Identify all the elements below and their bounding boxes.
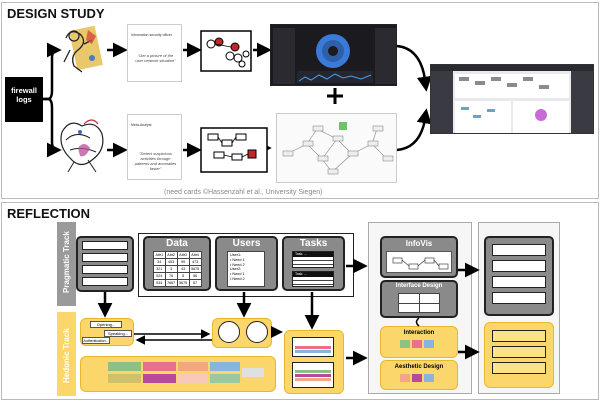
interface-design-box bbox=[380, 280, 458, 318]
color-chip bbox=[143, 362, 176, 371]
task-color-stripe bbox=[295, 378, 331, 381]
infovis-title: InfoVis bbox=[405, 239, 433, 248]
top-sketch bbox=[200, 30, 252, 72]
dashboard-screenshot-top bbox=[270, 24, 397, 86]
pragmatic-list-row bbox=[82, 241, 128, 250]
hedonic-track-bar bbox=[57, 312, 76, 396]
task-card-2: Task: ... bbox=[292, 271, 334, 287]
task-color-stripe bbox=[295, 374, 331, 377]
task-card-label: Task: ... bbox=[293, 252, 333, 257]
card-header: Meta-Analyst bbox=[131, 123, 152, 127]
interaction-swatch bbox=[412, 340, 422, 348]
pragmatic-list-row bbox=[82, 277, 128, 286]
users-list-item: • Need 1 bbox=[230, 272, 245, 277]
security-officer-illustration bbox=[63, 25, 103, 73]
users-list-item: • Need 1 bbox=[230, 257, 245, 262]
design-study-heading: DESIGN STUDY bbox=[7, 6, 105, 21]
color-chip bbox=[178, 362, 208, 371]
tasks-box-title: Tasks bbox=[299, 238, 328, 249]
interaction-swatch bbox=[400, 340, 410, 348]
infovis-thumbnail bbox=[386, 251, 452, 273]
result-pragmatic-row bbox=[492, 292, 546, 304]
task-color-stripe bbox=[295, 370, 331, 373]
users-list-item: • Need 2 bbox=[230, 262, 245, 267]
task-color-stripe bbox=[295, 346, 331, 349]
card-quote: "Detect suspicious activities through pa… bbox=[134, 151, 177, 171]
graph-screenshot-bottom bbox=[276, 113, 397, 183]
task-color-stripe bbox=[295, 350, 331, 353]
aesthetic-design-title: Aesthetic Design bbox=[394, 364, 444, 370]
card-quote: "Get a picture of the user network situa… bbox=[135, 53, 176, 63]
need-card-security-officer: Information security officer "Get a pict… bbox=[127, 24, 182, 82]
color-chip bbox=[178, 374, 208, 383]
users-list: User1: • Need 1 • Need 2 User2: • Need 1… bbox=[227, 251, 265, 287]
aesthetic-swatch bbox=[412, 374, 422, 382]
avatar bbox=[246, 321, 268, 343]
need-cards-credit: (need cards ©Hassenzahl et al., Universi… bbox=[164, 189, 323, 196]
aesthetic-swatch bbox=[424, 374, 434, 382]
task-card-label: Task: ... bbox=[293, 272, 333, 277]
users-box-title: Users bbox=[232, 238, 261, 249]
speech-bubble-speaking: Speaking... bbox=[104, 330, 132, 337]
color-chip bbox=[108, 374, 141, 383]
pragmatic-list-row bbox=[82, 253, 128, 262]
final-tool-screenshot bbox=[430, 64, 594, 134]
result-hedonic-row bbox=[492, 346, 546, 358]
result-pragmatic-row bbox=[492, 244, 546, 256]
speech-bubble-opening: Opening... bbox=[90, 321, 122, 328]
need-card-meta-analyst: Meta-Analyst "Detect suspicious activiti… bbox=[127, 114, 182, 180]
color-chip bbox=[108, 362, 141, 371]
firewall-logs-box bbox=[5, 77, 43, 122]
color-chip bbox=[210, 362, 240, 371]
pragmatic-track-bar bbox=[57, 222, 76, 306]
result-hedonic-row bbox=[492, 362, 546, 374]
firewall-logs-label: firewall logs bbox=[11, 86, 37, 104]
data-table-cell: 67 bbox=[188, 279, 202, 287]
interaction-swatch bbox=[424, 340, 434, 348]
interaction-title: Interaction bbox=[403, 330, 435, 336]
result-hedonic-row bbox=[492, 330, 546, 342]
pragmatic-list-row bbox=[82, 265, 128, 274]
reflection-heading: REFLECTION bbox=[7, 206, 91, 221]
users-list-item: • Need 2 bbox=[230, 276, 245, 281]
task-card-1: Task: ... bbox=[292, 251, 334, 268]
users-list-item: User2: bbox=[230, 267, 242, 272]
data-box-title: Data bbox=[166, 238, 188, 249]
color-chip bbox=[210, 374, 240, 383]
color-chip bbox=[143, 374, 176, 383]
interface-design-thumbnail bbox=[398, 293, 440, 313]
aesthetic-swatch bbox=[400, 374, 410, 382]
meta-analyst-illustration bbox=[60, 119, 104, 173]
card-header: Information security officer bbox=[131, 33, 172, 37]
result-pragmatic-row bbox=[492, 260, 546, 272]
speech-bubble-authentication: Authentication... bbox=[82, 337, 110, 344]
interface-design-title: Interface Design bbox=[395, 283, 443, 289]
result-pragmatic-row bbox=[492, 276, 546, 288]
avatar bbox=[218, 321, 240, 343]
bottom-sketch bbox=[200, 127, 268, 173]
users-list-item: User1: bbox=[230, 253, 242, 257]
color-chip bbox=[242, 368, 264, 377]
